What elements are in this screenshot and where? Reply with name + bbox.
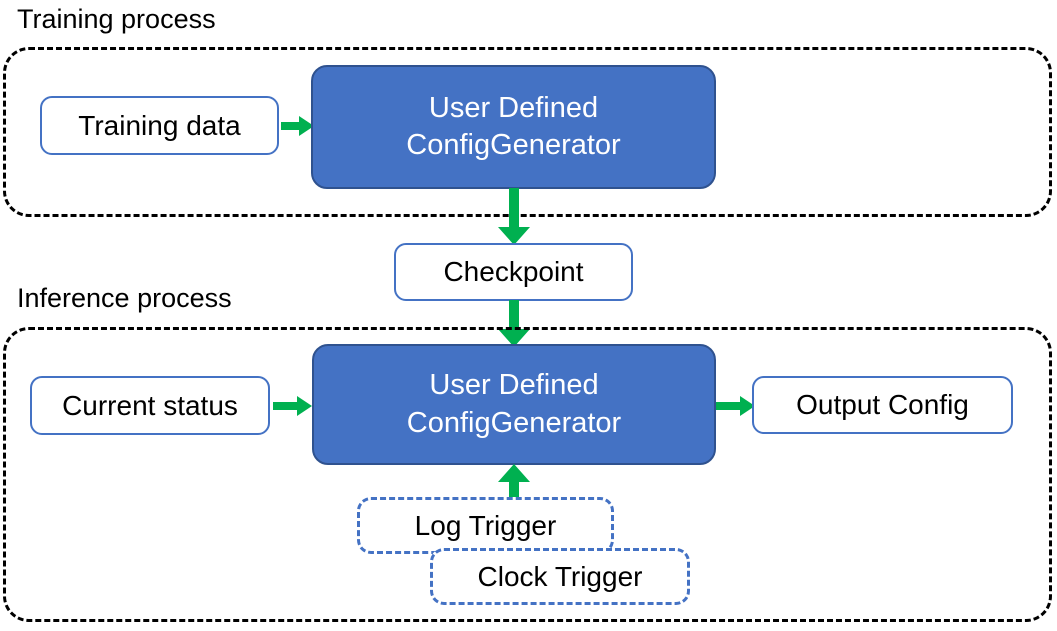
inference-config-generator-node[interactable]: User Defined ConfigGenerator [312,344,716,465]
log-trigger-node[interactable]: Log Trigger [357,497,614,554]
output-config-node[interactable]: Output Config [752,376,1013,434]
inference-process-container [3,327,1052,622]
clock-trigger-node[interactable]: Clock Trigger [430,548,690,605]
current-status-node[interactable]: Current status [30,376,270,435]
training-generator-line2: ConfigGenerator [406,129,621,161]
inference-generator-line1: User Defined [429,369,599,402]
inference-process-label: Inference process [17,283,232,313]
log-trigger-label: Log Trigger [414,509,557,541]
training-config-generator-node[interactable]: User Defined ConfigGenerator [311,65,716,189]
checkpoint-node[interactable]: Checkpoint [394,243,633,301]
training-data-label: Training data [78,109,241,141]
clock-trigger-label: Clock Trigger [477,560,643,592]
output-config-label: Output Config [796,389,969,420]
training-data-node[interactable]: Training data [40,96,279,155]
checkpoint-label: Checkpoint [443,256,584,287]
training-generator-line1: User Defined [428,91,599,124]
training-process-label: Training process [17,4,216,34]
inference-generator-line2: ConfigGenerator [406,406,622,439]
current-status-label: Current status [62,389,238,421]
